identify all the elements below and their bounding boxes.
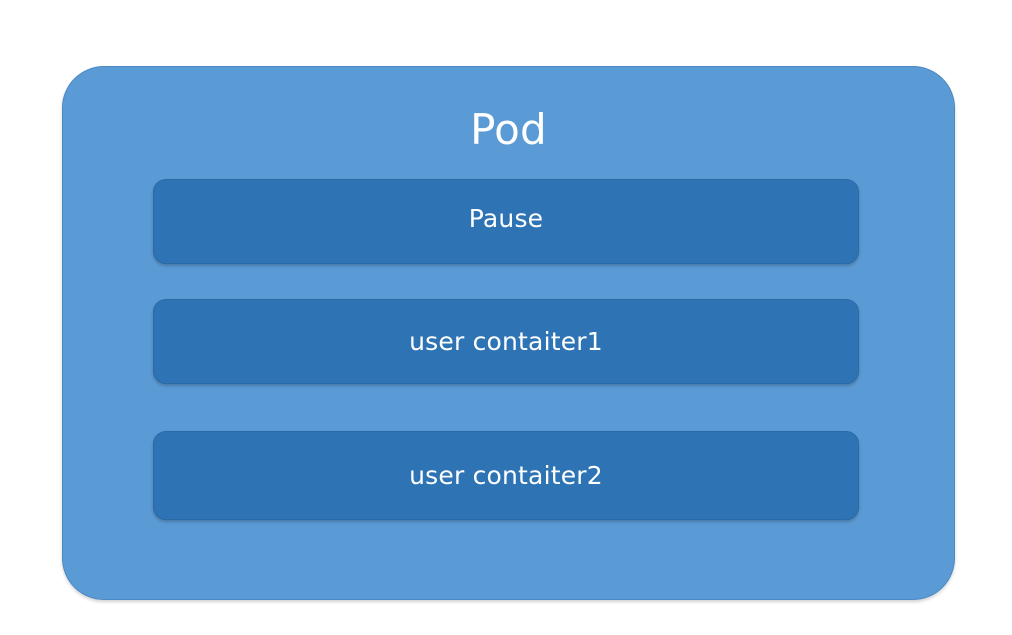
pod-title: Pod [470,105,547,154]
container-label-pause: Pause [468,204,544,233]
container-label-user-contaiter2: user contaiter2 [409,460,603,490]
container-label-user-contaiter1: user contaiter1 [409,326,603,356]
container-box-pause: Pause [153,179,859,264]
container-box-user-contaiter1: user contaiter1 [153,299,859,384]
container-box-user-contaiter2: user contaiter2 [153,431,859,520]
pod-container: Pod Pause user contaiter1 user contaiter… [62,66,955,600]
